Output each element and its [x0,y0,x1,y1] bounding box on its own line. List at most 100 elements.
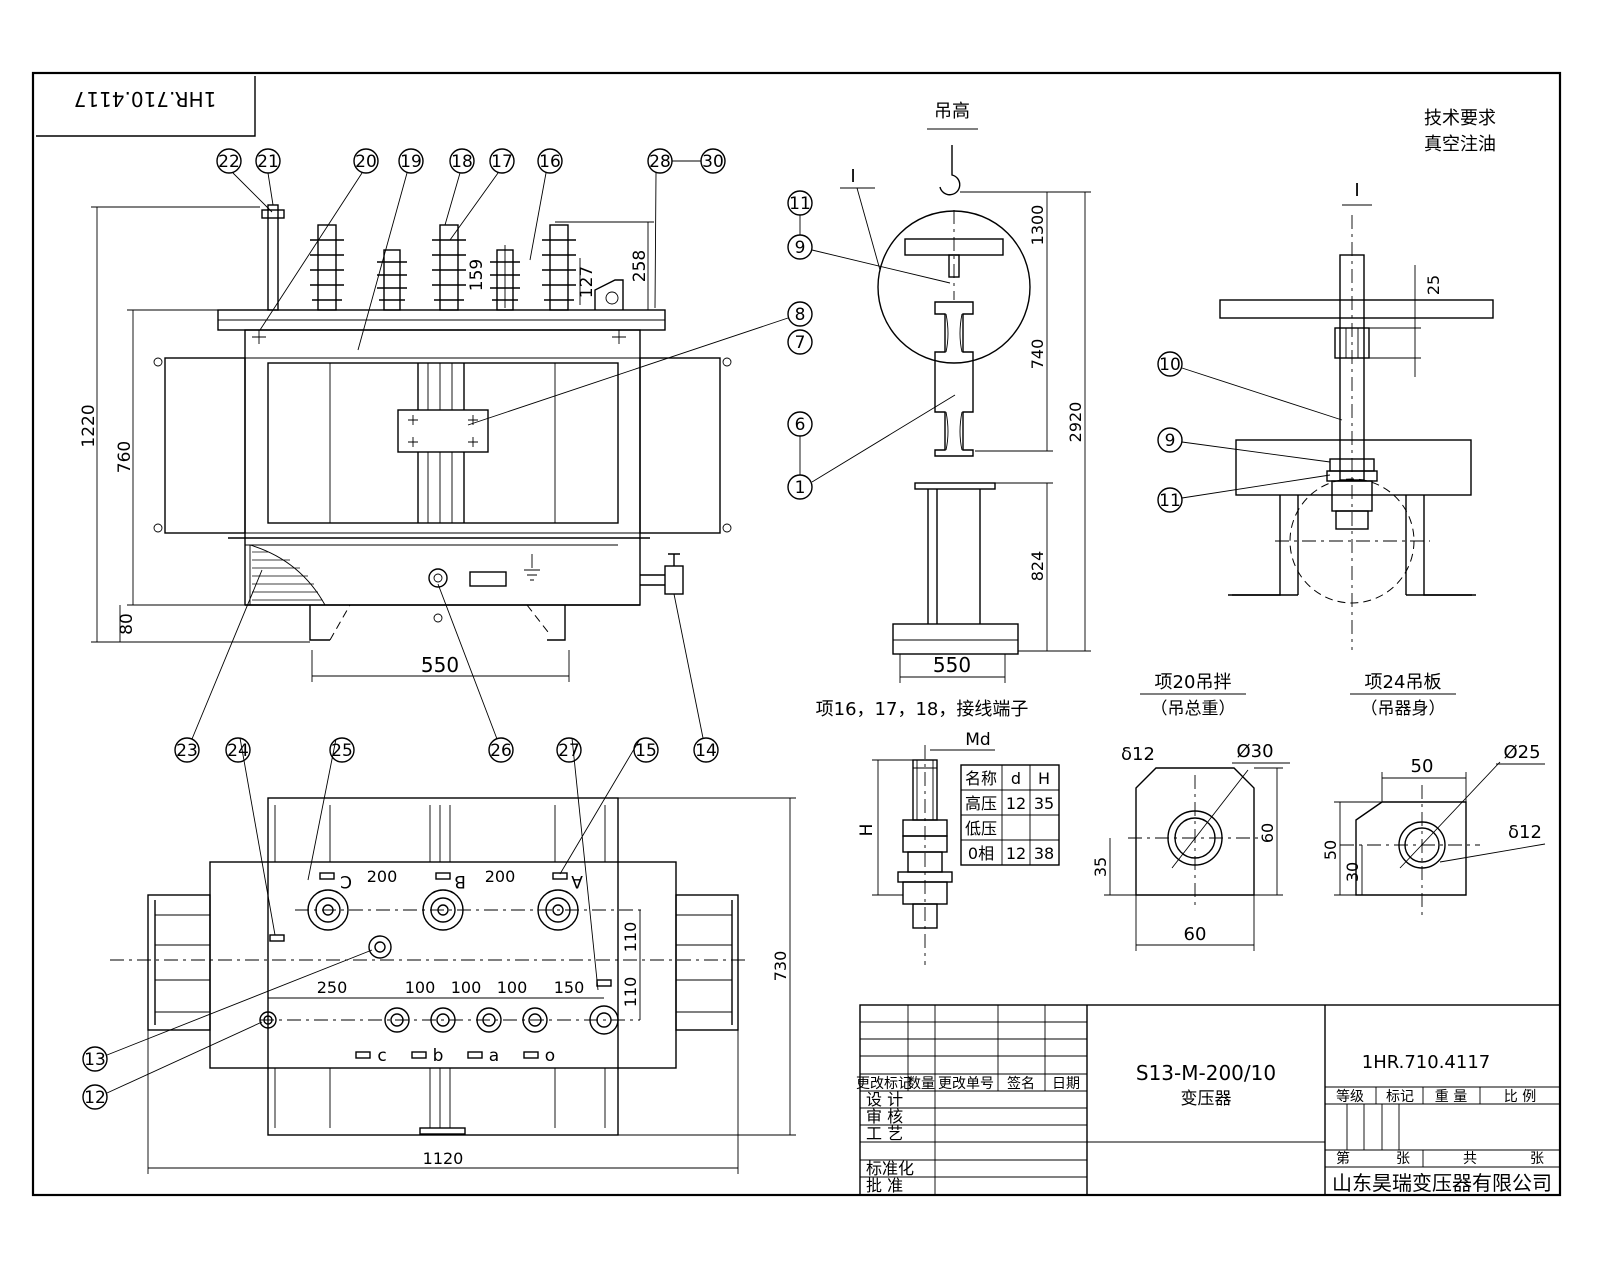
lug20-title: 项20吊拌 [1155,672,1232,693]
rev-header-date: 日期 [1052,1076,1080,1092]
label-h: H [857,824,877,837]
detail-I: I 25 [1219,180,1494,650]
table-header-name: 名称 [965,769,997,788]
role-process: 工 艺 [866,1124,903,1143]
rev-header-sign: 签名 [1007,1075,1035,1092]
model-number: S13-M-200/10 [1136,1061,1276,1085]
balloons-top: 22 21 20 19 18 17 16 28 30 [216,148,726,351]
role-approve: 批 准 [866,1176,903,1195]
balloon-11-center: 11 [789,194,811,214]
dim-1120: 1120 [423,1149,464,1168]
balloon-25: 25 [331,741,353,761]
role-review: 审 核 [866,1107,903,1126]
terminal-table: 名称 d H 高压 12 35 低压 0相 12 38 [960,764,1060,866]
table-cell: 高压 [965,794,997,813]
table-cell: 35 [1034,794,1054,813]
dim-760: 760 [115,441,135,473]
flipped-drawing-number: 1HR.710.4117 [74,87,217,111]
balloons-center: 11 9 8 7 6 1 [467,190,956,500]
weight-header: 重 量 [1435,1089,1467,1105]
balloon-12: 12 [84,1088,106,1108]
label-I-detail: I [1354,180,1359,201]
terminal-detail: Md H [857,730,995,965]
lug24-width-50: 50 [1411,756,1434,777]
lv-bushings [377,249,520,311]
plan-view: C B A c b a o 200 200 110 110 250 100 10… [110,797,796,1174]
balloon-11-right: 11 [1159,491,1181,511]
dim-1300: 1300 [1028,205,1047,246]
balloon-10: 10 [1159,355,1181,375]
balloon-28: 28 [649,152,671,172]
lug24-subtitle: （吊器身） [1361,699,1446,719]
balloon-16: 16 [539,152,561,172]
rev-header-qty: 数量 [907,1076,935,1092]
front-view: 1220 760 80 550 159 127 258 [79,204,732,682]
lift-view: 吊高 I 1300 740 2920 824 550 [840,101,1091,683]
dim-550-lift: 550 [933,653,971,677]
table-cell: 12 [1006,794,1026,813]
balloon-14: 14 [695,741,717,761]
table-cell: 38 [1034,844,1054,863]
dim-150: 150 [554,978,585,997]
lug20-subtitle: （吊总重） [1151,699,1236,719]
phase-b: b [433,1046,444,1066]
dim-110-top: 110 [621,922,640,953]
phase-A: A [571,871,583,891]
dim-824: 824 [1028,551,1047,582]
balloon-7: 7 [795,333,806,353]
balloon-18: 18 [451,152,473,172]
table-cell: 12 [1006,844,1026,863]
tech-requirements-title: 技术要求 [1424,108,1496,129]
mark-header: 标记 [1386,1089,1414,1105]
title-drawing-number: 1HR.710.4117 [1362,1052,1490,1073]
lug-20-detail: 项20吊拌 （吊总重） δ12 Ø30 60 35 60 [1091,672,1290,951]
dim-100-c: 100 [497,978,528,997]
terminal-caption: 项16，17，18，接线端子 [816,699,1029,720]
dim-250: 250 [317,978,348,997]
balloon-26: 26 [490,741,512,761]
phase-B: B [454,871,466,891]
balloon-21: 21 [257,152,279,172]
balloon-9-center: 9 [795,238,806,258]
table-cell: 0相 [968,844,994,863]
dim-740: 740 [1028,339,1047,370]
balloon-17: 17 [491,152,513,172]
lug24-dim-30: 30 [1343,862,1362,882]
phase-C: C [340,871,352,891]
balloon-19: 19 [400,152,422,172]
balloons-mid: 23 24 25 26 27 15 14 [174,569,719,991]
dim-159: 159 [467,259,487,291]
balloon-20: 20 [355,152,377,172]
table-header-d: d [1011,769,1021,788]
sheet-label: 第 [1336,1150,1350,1167]
lug24-hole: Ø25 [1503,742,1540,763]
lug-24-detail: 项24吊板 （吊器身） Ø25 50 50 30 δ12 [1321,672,1546,915]
phase-c: c [377,1046,386,1066]
sheet-label: 张 [1396,1151,1410,1167]
sheet-label: 共 [1463,1151,1477,1167]
title-block: 更改标记 数量 更改单号 签名 日期 设 计 审 核 工 艺 标准化 批 准 S… [856,1004,1561,1196]
phase-o: o [545,1046,555,1066]
grade-header: 等级 [1336,1088,1364,1105]
lug20-width-60: 60 [1184,924,1207,945]
balloons-right: 10 9 11 [1157,351,1343,513]
balloon-13: 13 [84,1050,106,1070]
dim-200-left: 200 [367,867,398,886]
role-design: 设 计 [866,1090,903,1109]
phase-a: a [489,1046,499,1066]
lug20-height-60: 60 [1258,823,1277,843]
dim-258: 258 [630,250,650,282]
balloon-9-right: 9 [1165,431,1176,451]
dim-200-right: 200 [485,867,516,886]
dim-80: 80 [117,613,137,635]
balloon-22: 22 [218,152,240,172]
dim-25: 25 [1424,275,1443,295]
sheet-label: 张 [1530,1151,1544,1167]
dim-110-bottom: 110 [621,977,640,1008]
dim-1220: 1220 [79,404,99,447]
role-standard: 标准化 [866,1159,914,1178]
balloon-27: 27 [558,741,580,761]
balloon-24: 24 [227,741,249,761]
lug20-hole: Ø30 [1236,741,1273,762]
